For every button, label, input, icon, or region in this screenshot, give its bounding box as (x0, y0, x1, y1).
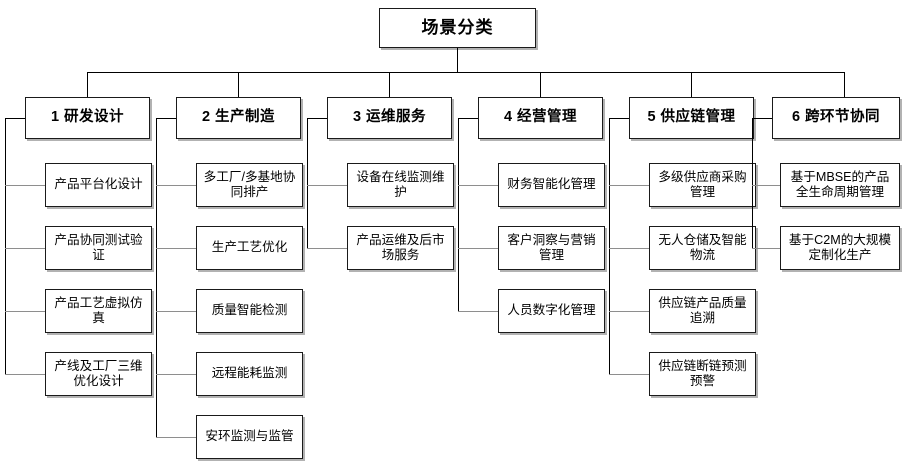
category-header-6-label: 6 跨环节协同 (791, 109, 881, 126)
category-2-elbow-connector (156, 118, 176, 119)
category-2-child-1-label: 多工厂/多基地协同排产 (203, 169, 296, 199)
category-3-child-stub-1 (307, 185, 347, 186)
category-2-child-5-label: 安环监测与监管 (205, 429, 294, 444)
category-1-child-4[interactable]: 产线及工厂三维优化设计 (45, 352, 152, 396)
category-1-child-2-label: 产品协同测试验证 (54, 232, 143, 262)
category-4-child-2[interactable]: 客户洞察与营销管理 (498, 226, 605, 270)
category-2-child-3[interactable]: 质量智能检测 (196, 289, 303, 333)
category-6-child-1[interactable]: 基于MBSE的产品全生命周期管理 (780, 163, 900, 207)
category-5-elbow-connector (609, 118, 629, 119)
category-header-6[interactable]: 6 跨环节协同 (772, 97, 900, 139)
category-5-child-1[interactable]: 多级供应商采购管理 (649, 163, 756, 207)
root-node[interactable]: 场景分类 (379, 8, 536, 48)
category-5-child-2[interactable]: 无人仓储及智能物流 (649, 226, 756, 270)
category-4-child-1[interactable]: 财务智能化管理 (498, 163, 605, 207)
category-header-2[interactable]: 2 生产制造 (176, 97, 301, 139)
header-bus-connector (87, 72, 845, 74)
category-6-bus-connector (752, 118, 753, 248)
category-2-child-stub-4 (156, 374, 196, 375)
category-header-2-label: 2 生产制造 (201, 109, 276, 126)
root-stem-connector (457, 48, 459, 73)
category-6-child-2-label: 基于C2M的大规模定制化生产 (788, 232, 892, 262)
category-3-child-2[interactable]: 产品运维及后市场服务 (347, 226, 454, 270)
category-4-bus-connector (458, 118, 459, 311)
category-6-elbow-connector (752, 118, 772, 119)
category-4-child-3[interactable]: 人员数字化管理 (498, 289, 605, 333)
category-6-child-stub-2 (752, 248, 780, 249)
category-header-4[interactable]: 4 经营管理 (478, 97, 603, 139)
category-3-child-stub-2 (307, 248, 347, 249)
category-5-child-1-label: 多级供应商采购管理 (658, 169, 747, 199)
category-1-child-3[interactable]: 产品工艺虚拟仿真 (45, 289, 152, 333)
category-1-child-1-label: 产品平台化设计 (54, 177, 143, 192)
category-2-child-5[interactable]: 安环监测与监管 (196, 415, 303, 459)
category-5-child-4-label: 供应链断链预测预警 (658, 358, 747, 388)
category-header-5[interactable]: 5 供应链管理 (629, 97, 754, 139)
category-4-child-3-label: 人员数字化管理 (507, 303, 596, 318)
category-1-child-1[interactable]: 产品平台化设计 (45, 163, 152, 207)
header-drop-connector-1 (87, 72, 89, 97)
category-header-1[interactable]: 1 研发设计 (25, 97, 150, 139)
category-1-child-3-label: 产品工艺虚拟仿真 (54, 295, 143, 325)
category-4-child-stub-3 (458, 311, 498, 312)
category-header-4-label: 4 经营管理 (503, 109, 578, 126)
category-1-child-stub-1 (5, 185, 45, 186)
category-2-bus-connector (156, 118, 157, 437)
category-2-child-stub-3 (156, 311, 196, 312)
header-drop-connector-3 (389, 72, 391, 97)
header-drop-connector-4 (540, 72, 542, 97)
root-node-label: 场景分类 (421, 17, 494, 37)
category-3-child-1-label: 设备在线监测维护 (356, 169, 445, 199)
category-3-elbow-connector (307, 118, 327, 119)
category-1-child-stub-2 (5, 248, 45, 249)
category-header-5-label: 5 供应链管理 (647, 109, 736, 126)
category-5-child-stub-2 (609, 248, 649, 249)
category-2-child-4-label: 远程能耗监测 (211, 366, 288, 381)
category-4-child-2-label: 客户洞察与营销管理 (507, 232, 596, 262)
header-drop-connector-5 (691, 72, 693, 97)
header-drop-connector-2 (238, 72, 240, 97)
category-1-elbow-connector (5, 118, 25, 119)
category-1-child-2[interactable]: 产品协同测试验证 (45, 226, 152, 270)
category-5-child-stub-4 (609, 374, 649, 375)
category-1-child-stub-4 (5, 374, 45, 375)
category-5-child-3-label: 供应链产品质量追溯 (658, 295, 747, 325)
category-3-child-2-label: 产品运维及后市场服务 (356, 232, 445, 262)
category-1-child-4-label: 产线及工厂三维优化设计 (54, 358, 143, 388)
category-2-child-stub-5 (156, 437, 196, 438)
category-6-child-2[interactable]: 基于C2M的大规模定制化生产 (780, 226, 900, 270)
category-2-child-stub-2 (156, 248, 196, 249)
category-header-3-label: 3 运维服务 (352, 109, 427, 126)
category-6-child-1-label: 基于MBSE的产品全生命周期管理 (790, 169, 890, 199)
category-3-child-1[interactable]: 设备在线监测维护 (347, 163, 454, 207)
category-5-child-stub-3 (609, 311, 649, 312)
category-header-1-label: 1 研发设计 (50, 109, 125, 126)
category-2-child-4[interactable]: 远程能耗监测 (196, 352, 303, 396)
category-5-bus-connector (609, 118, 610, 374)
category-5-child-3[interactable]: 供应链产品质量追溯 (649, 289, 756, 333)
category-1-child-stub-3 (5, 311, 45, 312)
category-4-child-stub-1 (458, 185, 498, 186)
category-5-child-4[interactable]: 供应链断链预测预警 (649, 352, 756, 396)
category-2-child-stub-1 (156, 185, 196, 186)
category-6-child-stub-1 (752, 185, 780, 186)
category-4-elbow-connector (458, 118, 478, 119)
category-2-child-2[interactable]: 生产工艺优化 (196, 226, 303, 270)
category-5-child-2-label: 无人仓储及智能物流 (658, 232, 747, 262)
category-4-child-1-label: 财务智能化管理 (507, 177, 596, 192)
category-2-child-1[interactable]: 多工厂/多基地协同排产 (196, 163, 303, 207)
category-3-bus-connector (307, 118, 308, 248)
category-2-child-3-label: 质量智能检测 (211, 303, 288, 318)
category-header-3[interactable]: 3 运维服务 (327, 97, 452, 139)
category-5-child-stub-1 (609, 185, 649, 186)
category-2-child-2-label: 生产工艺优化 (211, 240, 288, 255)
category-4-child-stub-2 (458, 248, 498, 249)
category-1-bus-connector (5, 118, 6, 374)
header-drop-connector-6 (844, 72, 846, 97)
